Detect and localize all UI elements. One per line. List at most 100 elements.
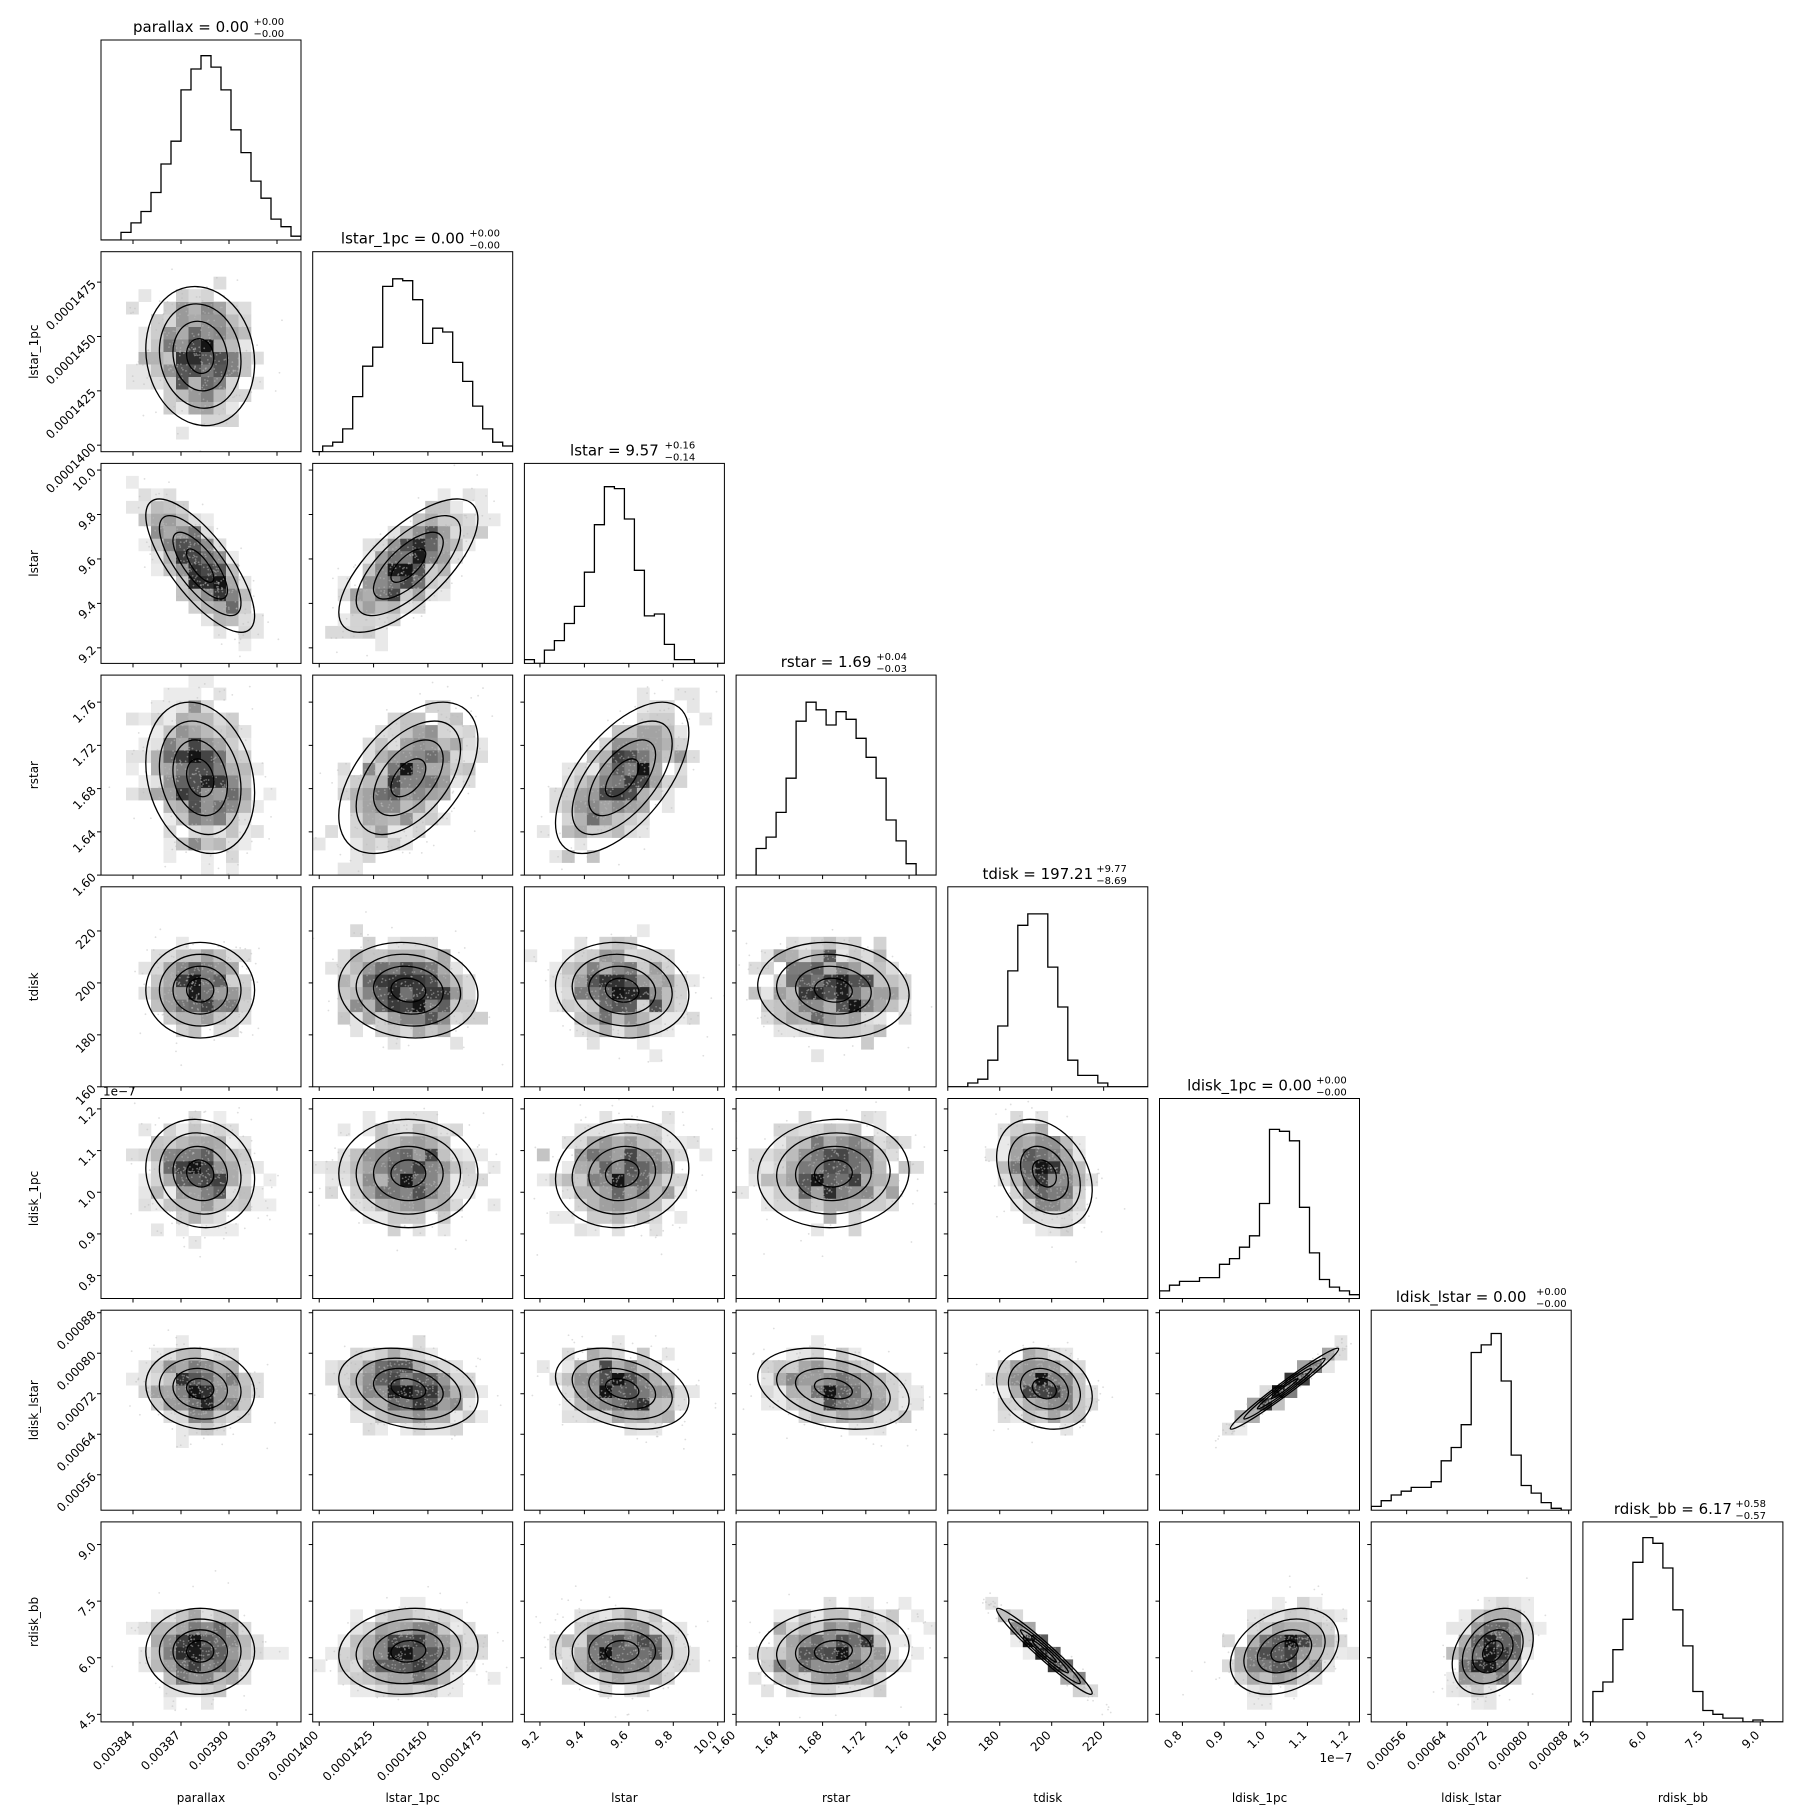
contour-level-1 (185, 1377, 215, 1400)
panel-ldisk_lstar-vs-rstar (732, 1309, 937, 1515)
contour-level-3 (571, 720, 673, 836)
contour-level-3 (1007, 1357, 1081, 1420)
svg-text:+0.00: +0.00 (469, 229, 500, 240)
contour-level-2 (1256, 1367, 1313, 1410)
contour-level-1 (813, 1159, 853, 1188)
svg-text:+0.00: +0.00 (254, 17, 285, 28)
title-lstar: lstar = 9.57+0.16−0.14 (570, 440, 695, 463)
contour-level-1 (185, 1639, 215, 1663)
contour-level-3 (571, 1618, 673, 1685)
panel-rstar-vs-lstar_1pc (308, 674, 514, 880)
svg-text:+0.04: +0.04 (876, 652, 907, 663)
y-tick-label: 0.9 (76, 1229, 99, 1252)
y-tick-label: 1.76 (70, 697, 99, 726)
contour-level-1 (185, 338, 215, 375)
y-tick-label: 1.0 (76, 1187, 99, 1210)
y-tick-label: 0.8 (76, 1271, 99, 1294)
x-axis-label-parallax: parallax (177, 1791, 225, 1805)
hist-panel-tdisk: tdisk = 197.21+9.77−8.69 (947, 864, 1149, 1091)
contour-level-2 (172, 1629, 229, 1674)
y-tick-label: 6.0 (76, 1653, 99, 1676)
contour-level-1 (604, 1159, 640, 1188)
contour-level-1 (604, 1639, 640, 1663)
y-tick-label: 0.00080 (54, 1348, 99, 1393)
x-offset-label: 1e−7 (1320, 1751, 1353, 1765)
contour-level-2 (172, 320, 229, 392)
title-rstar: rstar = 1.69+0.04−0.03 (781, 652, 907, 675)
contour-level-2 (372, 965, 444, 1015)
y-axis-label-ldisk_1pc: ldisk_1pc (27, 1171, 41, 1226)
contour-level-4 (995, 1607, 1093, 1696)
contour-level-1 (185, 977, 215, 1003)
x-tick-label: 0.0001450 (374, 1728, 430, 1784)
contour-level-3 (1007, 1618, 1081, 1685)
hist-panel-rstar: rstar = 1.69+0.04−0.03 (735, 652, 937, 880)
contour-level-4 (1229, 1607, 1340, 1696)
axes-frame (100, 1098, 302, 1299)
contour-level-1 (1481, 1639, 1504, 1663)
contour-level-2 (172, 965, 229, 1015)
contour-level-3 (1461, 1618, 1524, 1685)
x-tick-label: 9.8 (652, 1728, 675, 1751)
panel-ldisk_1pc-vs-lstar_1pc (308, 1098, 514, 1303)
contour-level-1 (390, 1639, 427, 1663)
x-axis-label-rstar: rstar (822, 1791, 850, 1805)
contour-level-4 (145, 941, 256, 1039)
x-tick-label: 220 (1080, 1728, 1106, 1754)
hist-panel-ldisk_1pc: ldisk_1pc = 0.00+0.00−0.00 (1159, 1076, 1360, 1303)
axes-frame (100, 674, 302, 876)
contour-level-4 (145, 1607, 256, 1696)
y-tick-label: 0.00056 (54, 1470, 99, 1515)
panel-ldisk_1pc-vs-rstar (732, 1098, 937, 1303)
axes-frame (735, 674, 937, 876)
axes-frame (100, 886, 302, 1088)
x-tick-label: 1.1 (1286, 1728, 1309, 1751)
contour-level-4 (757, 1347, 910, 1430)
contour-level-1 (1270, 1377, 1299, 1400)
panel-tdisk-vs-lstar (520, 886, 725, 1091)
contour-level-2 (172, 1145, 229, 1202)
contour-level-4 (145, 701, 256, 855)
contour-level-2 (1019, 1367, 1069, 1410)
x-tick-label: 0.00390 (186, 1728, 231, 1773)
contour-level-3 (158, 720, 242, 836)
contour-level-4 (338, 1607, 479, 1696)
panel-ldisk_lstar-vs-tdisk (943, 1309, 1149, 1515)
y-axis-label-rdisk_bb: rdisk_bb (27, 1597, 41, 1647)
svg-text:−0.00: −0.00 (469, 241, 500, 252)
x-tick-label: 1.72 (839, 1728, 868, 1757)
axes-frame (1159, 1521, 1360, 1723)
contour-level-1 (604, 758, 640, 798)
x-tick-label: 0.00387 (138, 1728, 183, 1773)
contour-level-3 (355, 1132, 462, 1215)
svg-text:parallax = 0.00: parallax = 0.00 (133, 18, 249, 36)
x-tick-label: 9.4 (563, 1728, 586, 1751)
hist-panel-lstar: lstar = 9.57+0.16−0.14 (523, 440, 725, 668)
axes-frame (1370, 1309, 1572, 1511)
histogram-step-lstar_1pc (312, 278, 513, 452)
y-tick-label: 200 (73, 978, 99, 1004)
svg-text:−0.14: −0.14 (665, 452, 696, 463)
contour-level-4 (554, 701, 690, 855)
contour-level-1 (390, 977, 427, 1003)
panel-ldisk_lstar-vs-lstar (520, 1309, 725, 1515)
histogram-step-lstar (524, 486, 725, 664)
svg-text:+0.16: +0.16 (665, 440, 696, 451)
contour-level-3 (775, 1357, 891, 1420)
contour-level-2 (372, 531, 444, 600)
contour-level-4 (757, 941, 910, 1039)
y-tick-label: 7.5 (76, 1596, 99, 1619)
x-tick-label: 1.2 (1328, 1728, 1351, 1751)
contour-level-4 (145, 498, 256, 633)
y-tick-label: 9.4 (76, 598, 99, 621)
contour-level-1 (1031, 1639, 1058, 1663)
contour-level-2 (172, 1367, 229, 1410)
x-tick-label: 0.00080 (1485, 1728, 1530, 1773)
y-tick-label: 0.00072 (54, 1389, 99, 1434)
axes-frame (947, 1098, 1149, 1299)
axes-frame (312, 674, 514, 876)
